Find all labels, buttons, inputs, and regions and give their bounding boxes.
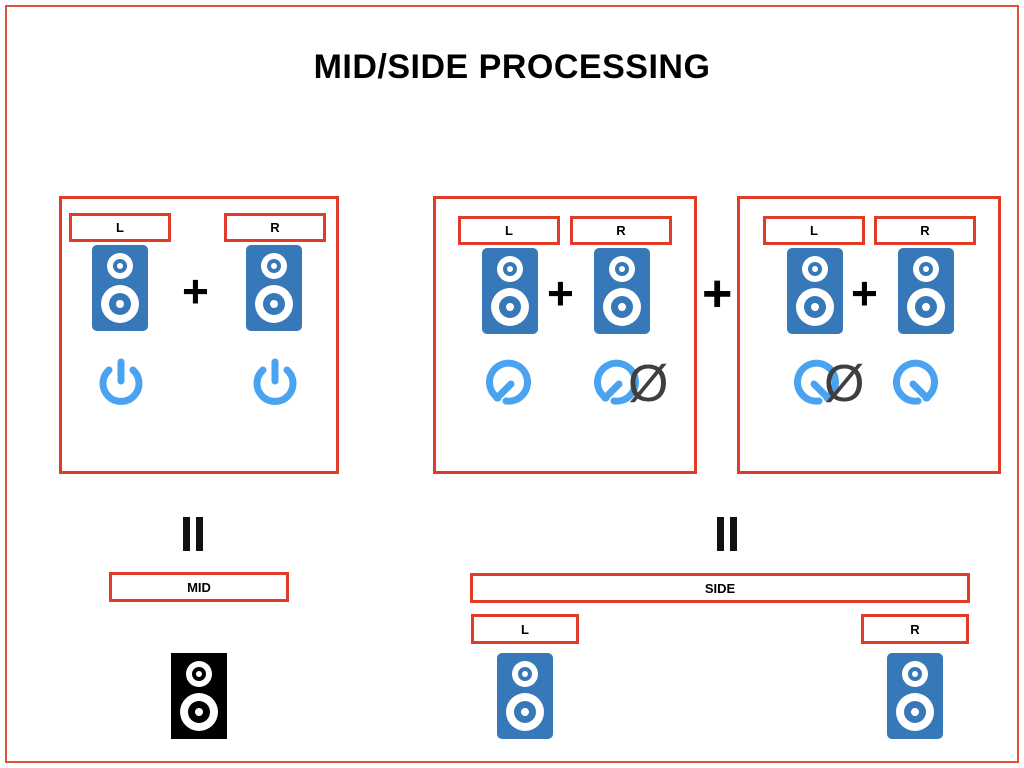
speaker-icon: [898, 248, 954, 334]
knob-right-icon[interactable]: [787, 357, 841, 411]
operator-plus: +: [851, 267, 878, 319]
equals-sign-side: [717, 517, 737, 551]
speaker-icon: [92, 245, 148, 331]
speaker-icon: [594, 248, 650, 334]
result-bar-mid: MID: [109, 572, 289, 602]
power-icon[interactable]: [250, 358, 300, 410]
group-side2-channel-L-label: L: [763, 216, 865, 245]
operator-plus: +: [547, 267, 574, 319]
speaker-icon: [482, 248, 538, 334]
page-title: MID/SIDE PROCESSING: [313, 48, 711, 86]
group-mid-channel-L-label: L: [69, 213, 171, 242]
group-side1-channel-L-label: L: [458, 216, 560, 245]
phase-invert-icon: Ø: [824, 355, 865, 413]
group-box-mid: [59, 196, 339, 474]
result-side-channel-L-label: L: [471, 614, 579, 644]
speaker-icon: [787, 248, 843, 334]
operator-plus-between-groups: +: [702, 265, 733, 323]
result-bar-side: SIDE: [470, 573, 970, 603]
speaker-icon-mid: [171, 653, 227, 739]
operator-plus: +: [182, 265, 209, 317]
group-side2-channel-R-label: R: [874, 216, 976, 245]
speaker-icon-side-right: [887, 653, 943, 739]
group-side1-channel-R-label: R: [570, 216, 672, 245]
knob-right-icon[interactable]: [886, 357, 940, 411]
equals-sign-mid: [183, 517, 203, 551]
group-mid-channel-R-label: R: [224, 213, 326, 242]
speaker-icon: [246, 245, 302, 331]
knob-left-icon[interactable]: [484, 357, 538, 411]
phase-invert-icon: Ø: [628, 355, 669, 413]
speaker-icon-side-left: [497, 653, 553, 739]
power-icon[interactable]: [96, 358, 146, 410]
knob-left-icon[interactable]: [592, 357, 646, 411]
result-side-channel-R-label: R: [861, 614, 969, 644]
